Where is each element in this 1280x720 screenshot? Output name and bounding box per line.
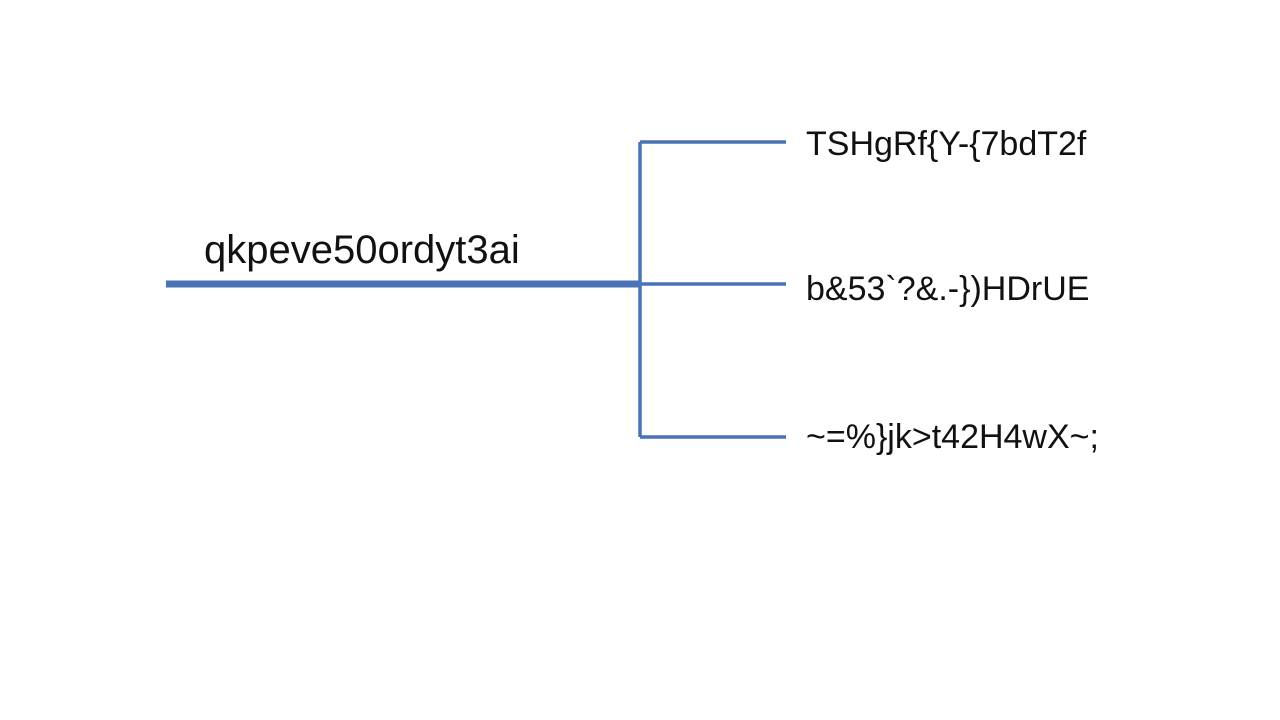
child-node-label-1: TSHgRf{Y-{7bdT2f [806, 125, 1087, 163]
root-node-label: qkpeve50ordyt3ai [204, 228, 520, 272]
child-node-label-3: ~=%}jk>t42H4wX~; [806, 418, 1099, 456]
child-node-label-2: b&53`?&.-})HDrUE [806, 270, 1090, 308]
